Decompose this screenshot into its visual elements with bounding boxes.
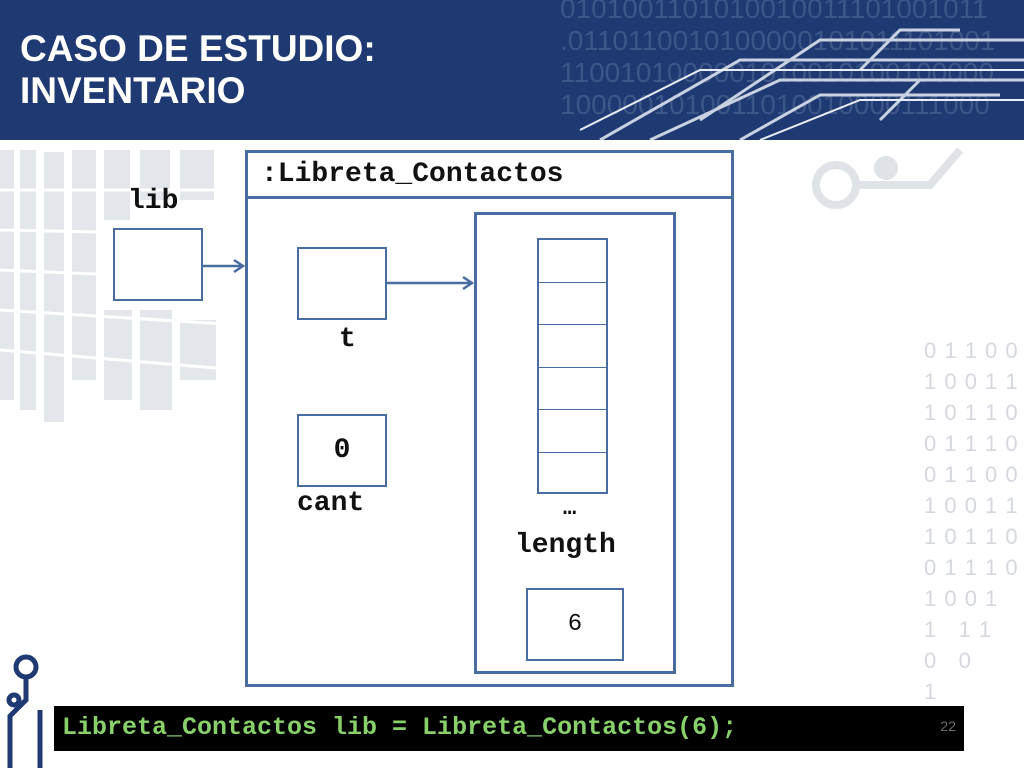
- length-value-box: 6: [526, 588, 624, 661]
- cant-label: cant: [297, 488, 365, 519]
- t-label: t: [339, 324, 356, 355]
- array-cell: [539, 325, 606, 368]
- slide-header: 0101001101010010011101001011 .0110110010…: [0, 0, 1024, 140]
- array-cell: [539, 410, 606, 453]
- svg-text:0101001101010010011101001011: 0101001101010010011101001011: [560, 0, 988, 24]
- lib-arrowhead: [233, 258, 246, 274]
- title-line-1: CASO DE ESTUDIO:: [20, 28, 376, 69]
- lib-label: lib: [128, 186, 179, 217]
- slide-title: CASO DE ESTUDIO: INVENTARIO: [20, 28, 376, 112]
- code-line-bar: Libreta_Contactos lib = Libreta_Contacto…: [54, 706, 964, 751]
- object-title-bar: :Libreta_Contactos: [248, 153, 731, 199]
- page-number: 22: [940, 718, 956, 734]
- object-title: :Libreta_Contactos: [261, 159, 564, 190]
- side-binary-decoration: 0 1 1 0 0 1 0 0 1 1 1 0 1 1 0 0 1 1 1 0 …: [924, 338, 1019, 704]
- array-cells: [537, 238, 608, 494]
- code-line: Libreta_Contactos lib = Libreta_Contacto…: [62, 713, 738, 742]
- array-ellipsis: …: [563, 496, 577, 521]
- title-line-2: INVENTARIO: [20, 70, 246, 111]
- cant-value-box: 0: [297, 414, 387, 487]
- array-cell: [539, 283, 606, 326]
- array-cell: [539, 368, 606, 411]
- header-circuit-decoration: 0101001101010010011101001011 .0110110010…: [560, 0, 1024, 140]
- array-cell: [539, 240, 606, 283]
- t-arrowhead: [462, 275, 475, 291]
- lib-reference-box: [113, 228, 203, 301]
- length-label: length: [515, 530, 616, 561]
- t-reference-box: [297, 247, 387, 320]
